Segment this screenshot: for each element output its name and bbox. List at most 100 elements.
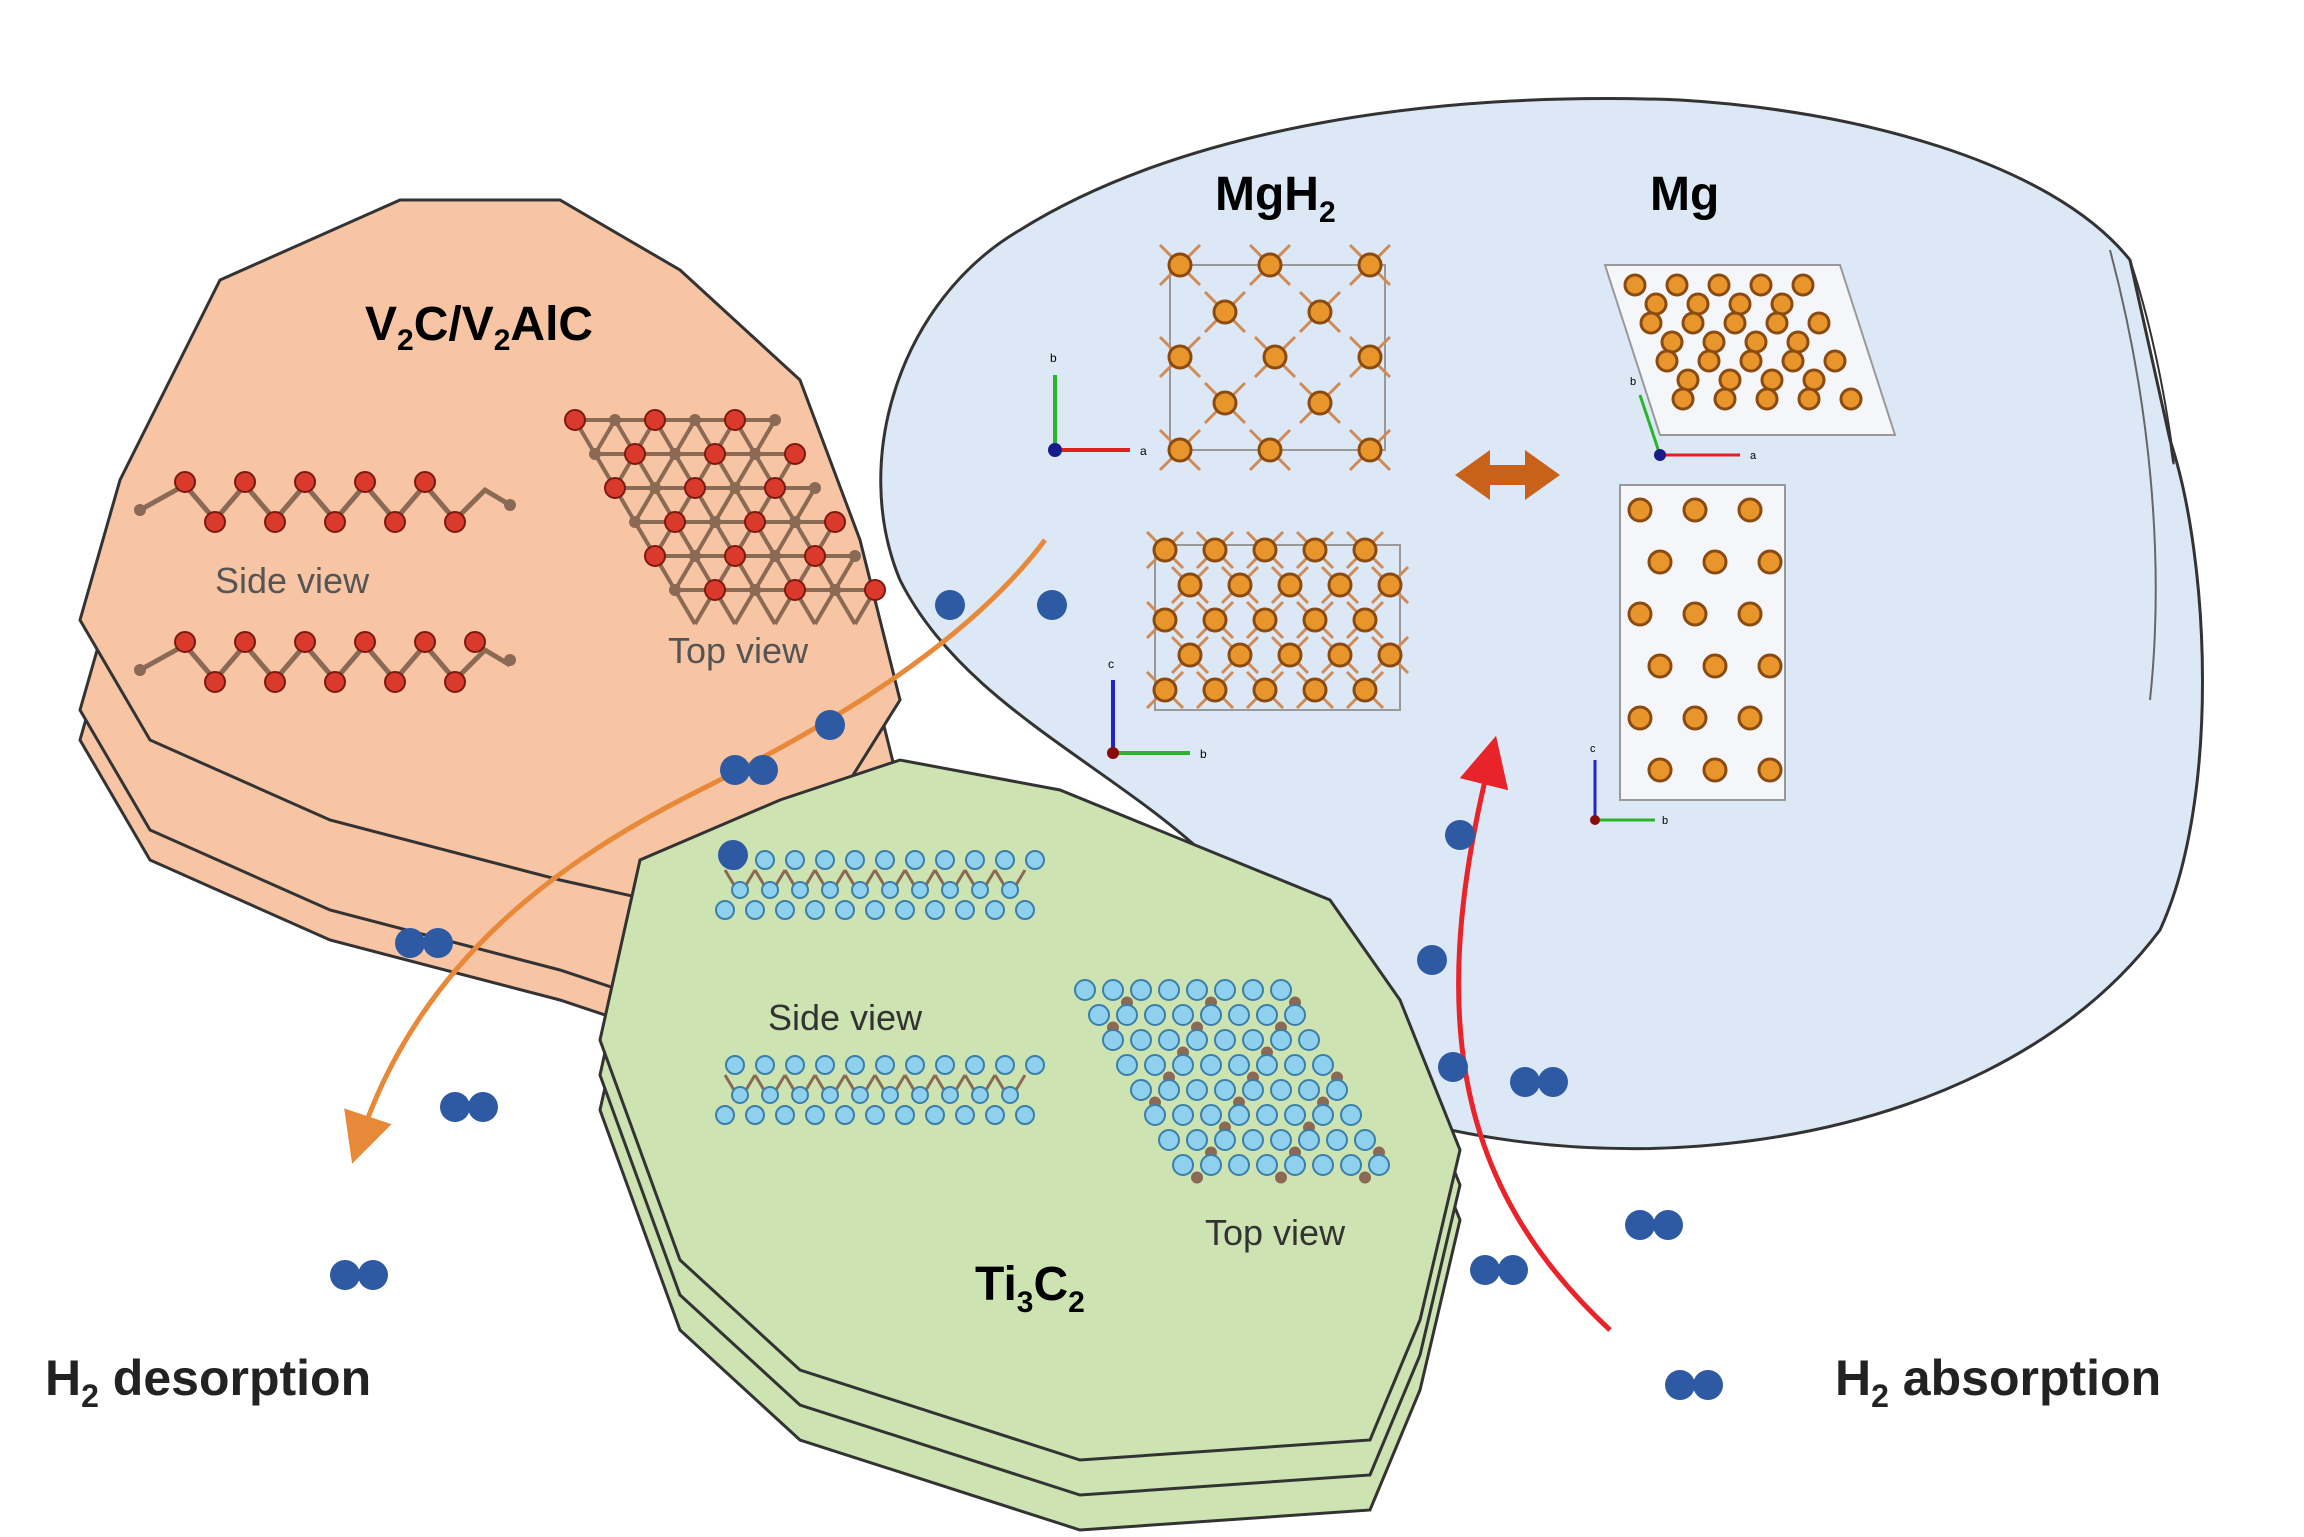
axis-b-label: b xyxy=(1050,351,1057,365)
atom xyxy=(849,550,861,562)
atom xyxy=(1015,900,1035,920)
atom xyxy=(1227,572,1253,598)
atom xyxy=(1270,1129,1292,1151)
atom xyxy=(935,850,955,870)
ti3c2-title: Ti3C2 xyxy=(975,1258,1085,1319)
atom xyxy=(564,409,586,431)
atom xyxy=(729,482,741,494)
atom xyxy=(1357,344,1383,370)
atom xyxy=(1252,677,1278,703)
atom xyxy=(1284,1004,1306,1026)
atom xyxy=(851,1086,869,1104)
atom xyxy=(1200,1054,1222,1076)
atom xyxy=(1739,349,1763,373)
bond xyxy=(693,520,717,558)
atom xyxy=(1647,757,1673,783)
atom xyxy=(1676,368,1700,392)
atom xyxy=(1728,292,1752,316)
axis-triad-mg-bc: b c xyxy=(1590,743,1668,827)
atom xyxy=(1074,979,1096,1001)
atom xyxy=(1757,549,1783,575)
atom xyxy=(785,1055,805,1075)
atom xyxy=(835,900,855,920)
bond xyxy=(773,520,797,558)
atom xyxy=(1172,1154,1194,1176)
atom xyxy=(784,443,806,465)
atom xyxy=(821,881,839,899)
atom xyxy=(1757,653,1783,679)
atom xyxy=(1354,1129,1376,1151)
atom xyxy=(1284,1054,1306,1076)
mgh2-side-structure xyxy=(1145,530,1410,711)
atom xyxy=(1671,387,1695,411)
atom xyxy=(821,1086,839,1104)
atom xyxy=(731,1086,749,1104)
bond xyxy=(753,418,777,456)
axis-triad-mgh2-ab: a b xyxy=(1048,351,1147,458)
axis-a-label: a xyxy=(1140,444,1147,458)
atom xyxy=(669,448,681,460)
atom xyxy=(724,545,746,567)
atom xyxy=(1791,273,1815,297)
atom xyxy=(629,516,641,528)
atom xyxy=(1786,330,1810,354)
atom xyxy=(1312,1104,1334,1126)
atom xyxy=(769,550,781,562)
atom xyxy=(1749,273,1773,297)
atom xyxy=(775,1105,795,1125)
atom xyxy=(971,881,989,899)
atom xyxy=(1302,537,1328,563)
atom xyxy=(755,850,775,870)
atom xyxy=(745,900,765,920)
atom xyxy=(769,414,781,426)
ti3c2-top-view-structure xyxy=(1074,979,1390,1184)
atom xyxy=(1242,1129,1264,1151)
atom xyxy=(895,1105,915,1125)
atom xyxy=(1088,1004,1110,1026)
atom xyxy=(1765,311,1789,335)
atom xyxy=(895,900,915,920)
atom xyxy=(1707,273,1731,297)
atom xyxy=(1202,677,1228,703)
atom xyxy=(881,881,899,899)
atom xyxy=(1284,1104,1306,1126)
axis-a-label-2: a xyxy=(1750,450,1757,462)
atom xyxy=(1770,292,1794,316)
atom xyxy=(1627,705,1653,731)
atom xyxy=(805,900,825,920)
atom xyxy=(1158,1129,1180,1151)
atom xyxy=(809,482,821,494)
atom xyxy=(1723,311,1747,335)
atom xyxy=(1357,252,1383,278)
phase-transformation-arrow xyxy=(1455,450,1560,500)
atom xyxy=(971,1086,989,1104)
bond xyxy=(813,588,837,626)
atom xyxy=(1256,1004,1278,1026)
atom xyxy=(785,850,805,870)
atom xyxy=(985,1105,1005,1125)
atom xyxy=(845,850,865,870)
atom xyxy=(995,850,1015,870)
atom xyxy=(1152,677,1178,703)
atom xyxy=(704,579,726,601)
atom xyxy=(1781,349,1805,373)
atom xyxy=(905,1055,925,1075)
atom xyxy=(865,1105,885,1125)
mg-side-structure xyxy=(1619,484,1786,801)
atom xyxy=(1307,299,1333,325)
bond xyxy=(713,486,737,524)
atom xyxy=(955,900,975,920)
ti3c2-top-view-label: Top view xyxy=(1205,1212,1346,1253)
atom xyxy=(1270,1029,1292,1051)
atom xyxy=(965,850,985,870)
atom xyxy=(744,511,766,533)
atom xyxy=(789,516,801,528)
atom xyxy=(609,414,621,426)
atom xyxy=(715,900,735,920)
bond xyxy=(673,554,697,592)
atom xyxy=(1242,979,1264,1001)
axis-triad-mg-ab: a b xyxy=(1630,376,1757,462)
atom xyxy=(725,1055,745,1075)
atom xyxy=(689,414,701,426)
atom xyxy=(864,579,886,601)
